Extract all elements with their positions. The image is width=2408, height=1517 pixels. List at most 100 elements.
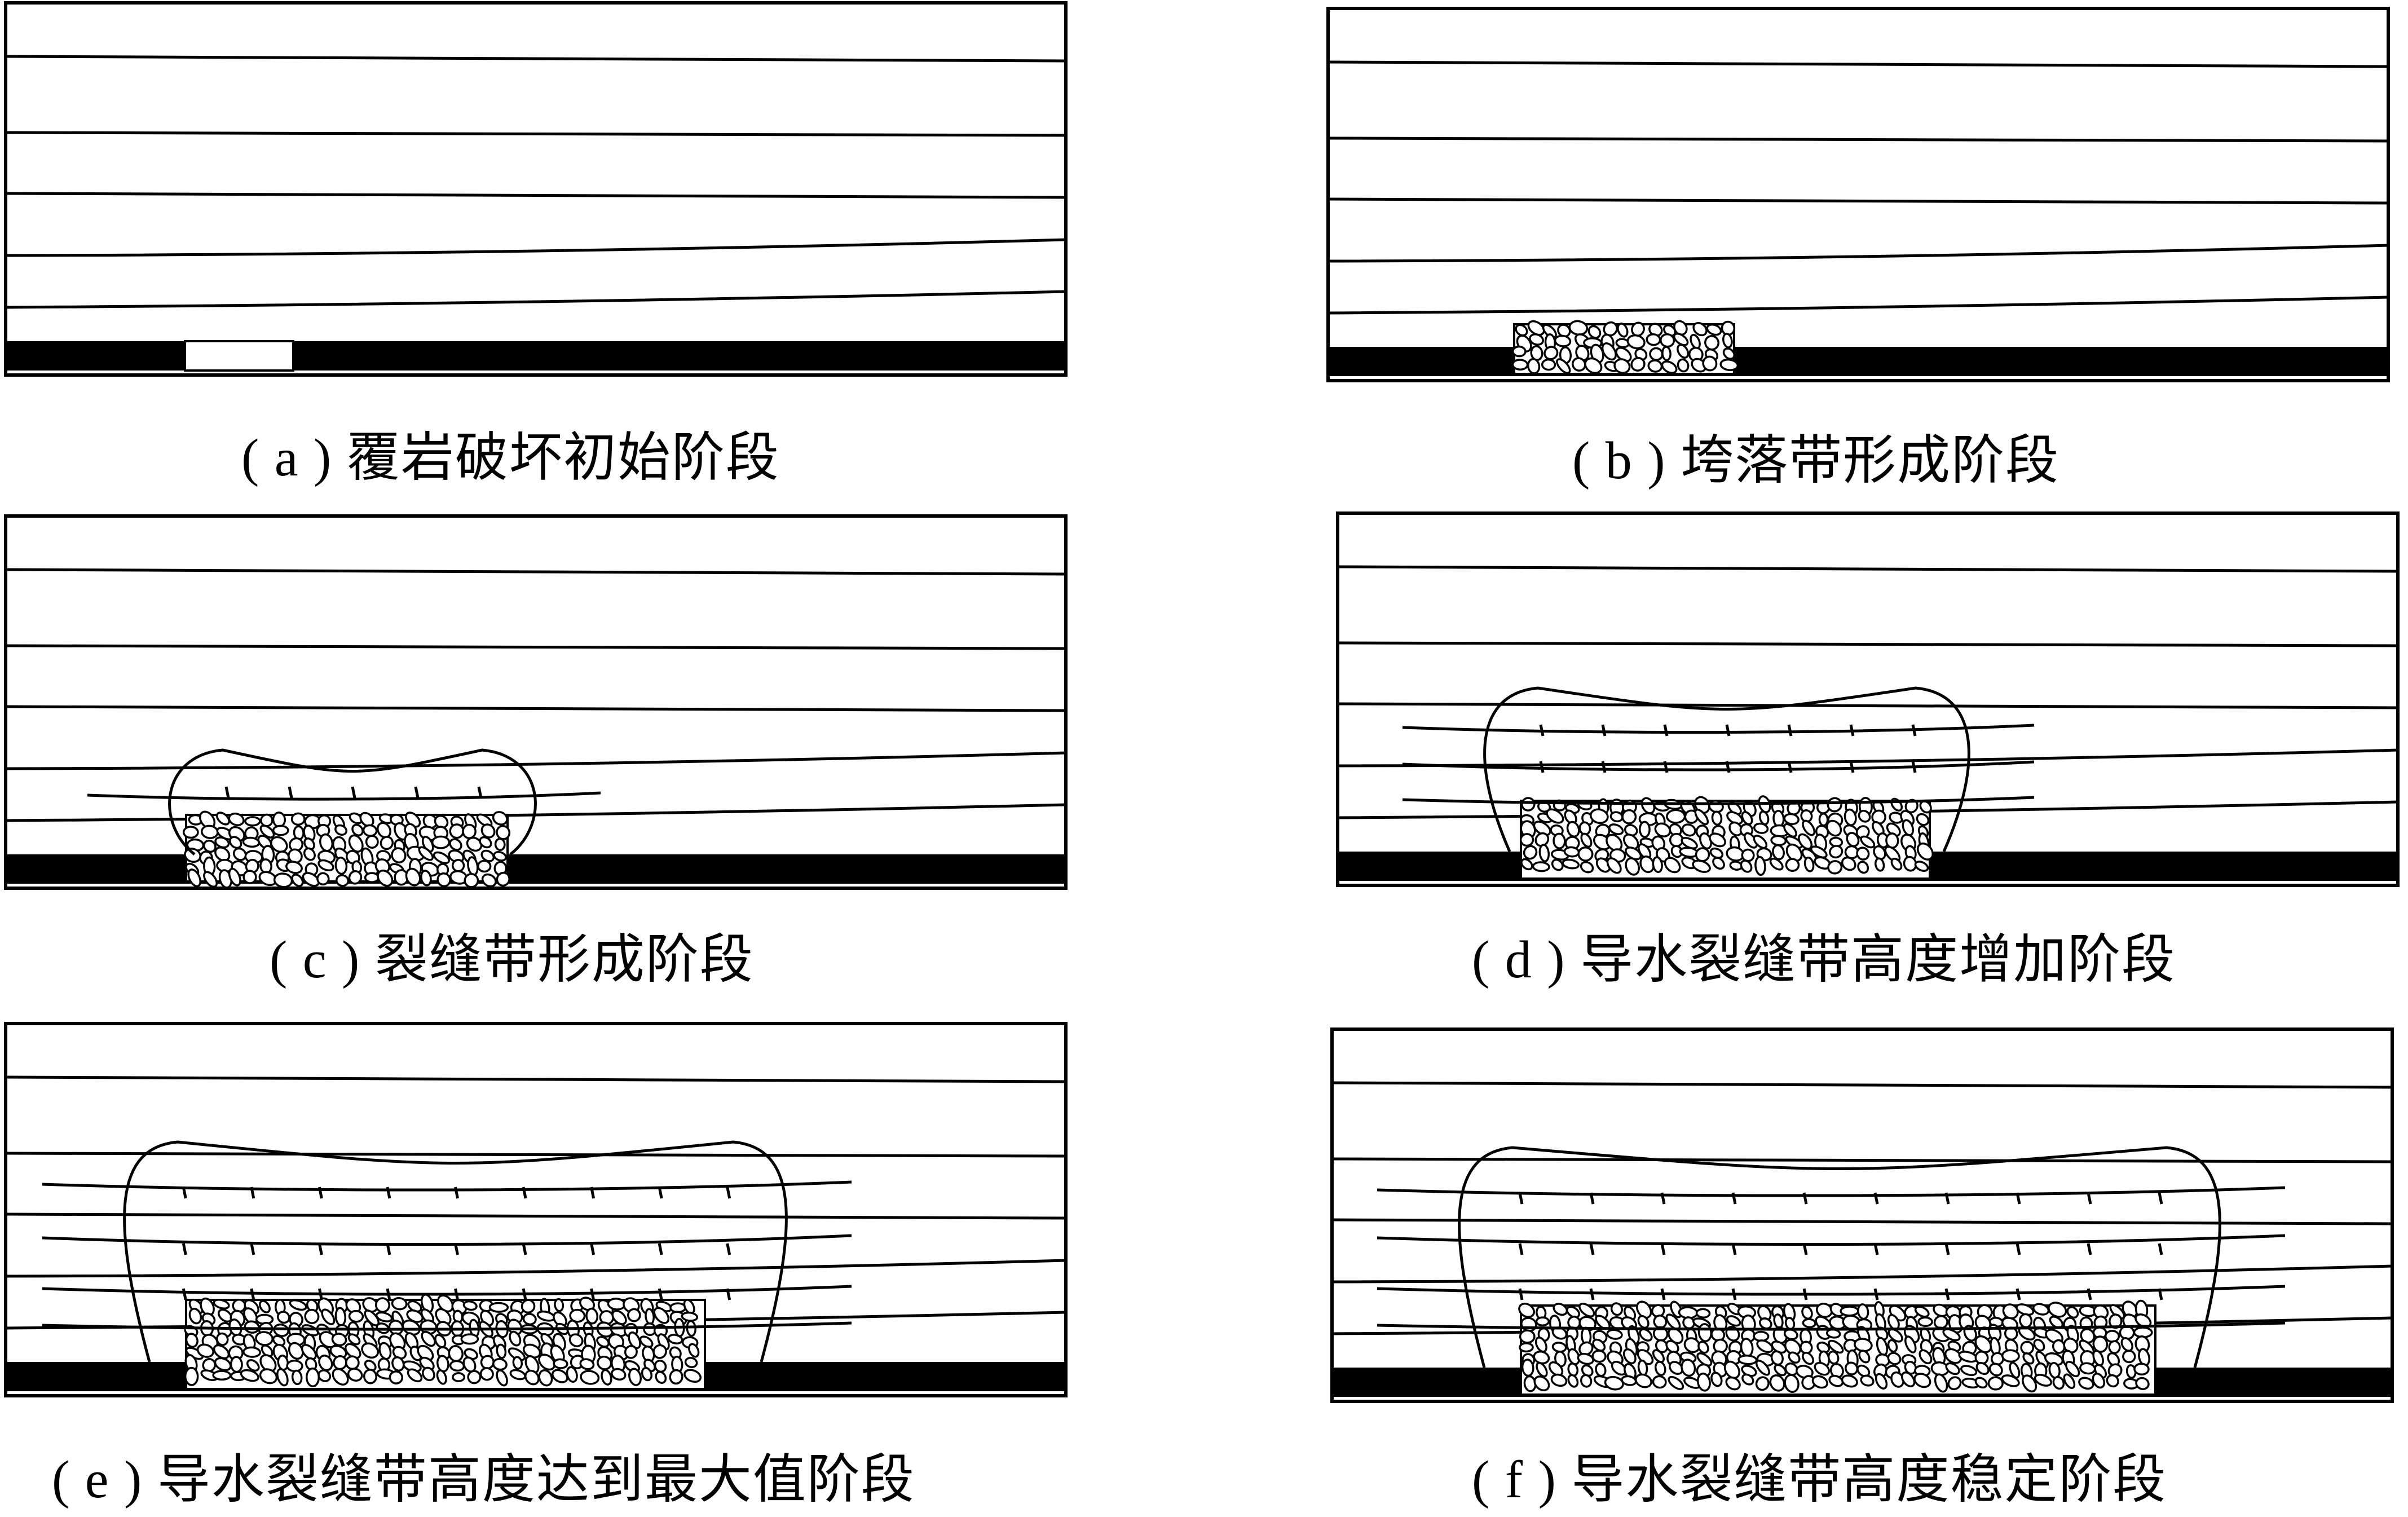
rubble-block — [344, 1343, 361, 1359]
rubble-block — [1769, 1374, 1785, 1392]
rubble-block — [1741, 1373, 1754, 1386]
rubble-block — [2022, 1352, 2035, 1365]
rubble-block — [228, 812, 245, 826]
panel-d-caption: ( d ) 导水裂缝带高度增加阶段 — [1472, 931, 2176, 989]
rubble-block — [466, 836, 483, 852]
rubble-block — [596, 1336, 610, 1348]
rubble-block — [364, 872, 380, 883]
rubble-block — [1695, 1308, 1711, 1318]
stratum-line-4 — [1337, 748, 2398, 768]
panel-f: ( f ) 导水裂缝带高度稳定阶段 — [1330, 1027, 2394, 1509]
rubble-block — [334, 824, 348, 836]
extended-fracture-line-3 — [42, 1285, 852, 1296]
rubble-block — [1661, 346, 1672, 361]
rubble-block — [585, 1307, 599, 1325]
rubble-block — [259, 1300, 271, 1313]
fracture-tick — [2016, 1288, 2021, 1300]
rubble-block — [1652, 1349, 1665, 1363]
rubble-block — [1753, 822, 1769, 834]
rubble-block — [1914, 1306, 1930, 1318]
rubble-block — [277, 1311, 290, 1324]
rubble-block — [316, 872, 330, 886]
fracture-tick — [351, 786, 356, 799]
rubble-block — [2092, 1373, 2106, 1389]
rubble-block — [1654, 1361, 1666, 1377]
rubble-block — [452, 1372, 466, 1382]
rubble-block — [1723, 1360, 1740, 1379]
rubble-block — [1873, 845, 1886, 861]
rubble-block — [1601, 342, 1617, 361]
rubble-block — [1945, 1362, 1960, 1375]
rubble-block — [332, 1368, 349, 1386]
rubble-block — [272, 812, 286, 828]
rubble-block — [1604, 1375, 1624, 1391]
rubble-block — [348, 1309, 364, 1323]
stratum-line-4 — [5, 751, 1066, 770]
rubble-block — [496, 871, 510, 887]
rubble-block — [1518, 1302, 1535, 1318]
rubble-block — [2052, 1375, 2065, 1390]
fracture-tick — [1663, 761, 1669, 773]
fractured-zone-outline — [168, 748, 537, 855]
rubble-block — [1608, 823, 1624, 835]
rubble-block — [1713, 1338, 1728, 1354]
rubble-block — [480, 849, 495, 862]
rubble-block — [2009, 1361, 2021, 1379]
rubble-block — [420, 870, 432, 887]
fracture-tick — [590, 1187, 596, 1199]
rubble-block — [212, 1370, 232, 1381]
rubble-block — [1788, 1351, 1801, 1364]
fracture-tick — [1787, 761, 1793, 773]
rubble-block — [1634, 1373, 1652, 1388]
extended-fracture-line-3 — [1402, 796, 2035, 805]
rubble-block — [488, 1302, 509, 1313]
rubble-block — [1591, 1350, 1607, 1363]
fracture-tick — [2087, 1192, 2092, 1205]
fracture-tick — [288, 786, 293, 799]
stratum-line-2 — [1337, 641, 2398, 647]
rubble-block — [569, 1308, 586, 1323]
rubble-block — [433, 851, 450, 865]
fracture-tick — [1725, 724, 1731, 737]
rubble-block — [2133, 1362, 2150, 1376]
panel-e: ( e ) 导水裂缝带高度达到最大值阶段 — [4, 1022, 1068, 1509]
rubble-block — [196, 1343, 214, 1358]
fracture-tick — [658, 1187, 663, 1199]
fracture-tick — [317, 1187, 323, 1199]
rubble-block — [479, 836, 492, 849]
rubble-block — [601, 1369, 612, 1386]
rubble-block — [628, 1368, 642, 1386]
rubble-block — [449, 823, 465, 839]
stratum-line-4 — [5, 1259, 1066, 1278]
rubble-block — [1944, 1348, 1962, 1364]
rubble-block — [1709, 847, 1724, 859]
rubble-block — [1553, 1303, 1568, 1316]
rubble-block — [1647, 359, 1663, 373]
rubble-block — [422, 1366, 435, 1382]
rubble-block — [2033, 1338, 2045, 1352]
rubble-block — [407, 1368, 423, 1383]
rubble-block — [1621, 809, 1637, 824]
rubble-block — [388, 1320, 404, 1335]
extended-fracture-line-4 — [42, 1321, 852, 1331]
rubble-block — [1755, 1376, 1770, 1391]
stratum-line-5 — [5, 290, 1066, 309]
rubble-block — [374, 1297, 390, 1313]
rubble-block — [291, 874, 304, 887]
rubble-block — [597, 1355, 612, 1370]
rubble-block — [301, 1344, 317, 1360]
rubble-block — [1785, 858, 1800, 872]
caved-zone — [184, 1294, 706, 1390]
extended-fracture-line-4 — [1377, 1321, 2286, 1331]
rubble-block — [1553, 832, 1566, 850]
rubble-block — [624, 1344, 638, 1359]
rubble-block — [467, 1370, 482, 1384]
rubble-block — [1802, 819, 1816, 836]
extended-fracture-line-1 — [87, 791, 601, 801]
rubble-block — [1533, 1375, 1550, 1392]
rubble-block — [435, 1308, 452, 1326]
fracture-tick — [1944, 1192, 1950, 1205]
rubble-block — [202, 839, 217, 853]
rubble-block — [1841, 1374, 1858, 1388]
rubble-block — [1711, 810, 1723, 826]
